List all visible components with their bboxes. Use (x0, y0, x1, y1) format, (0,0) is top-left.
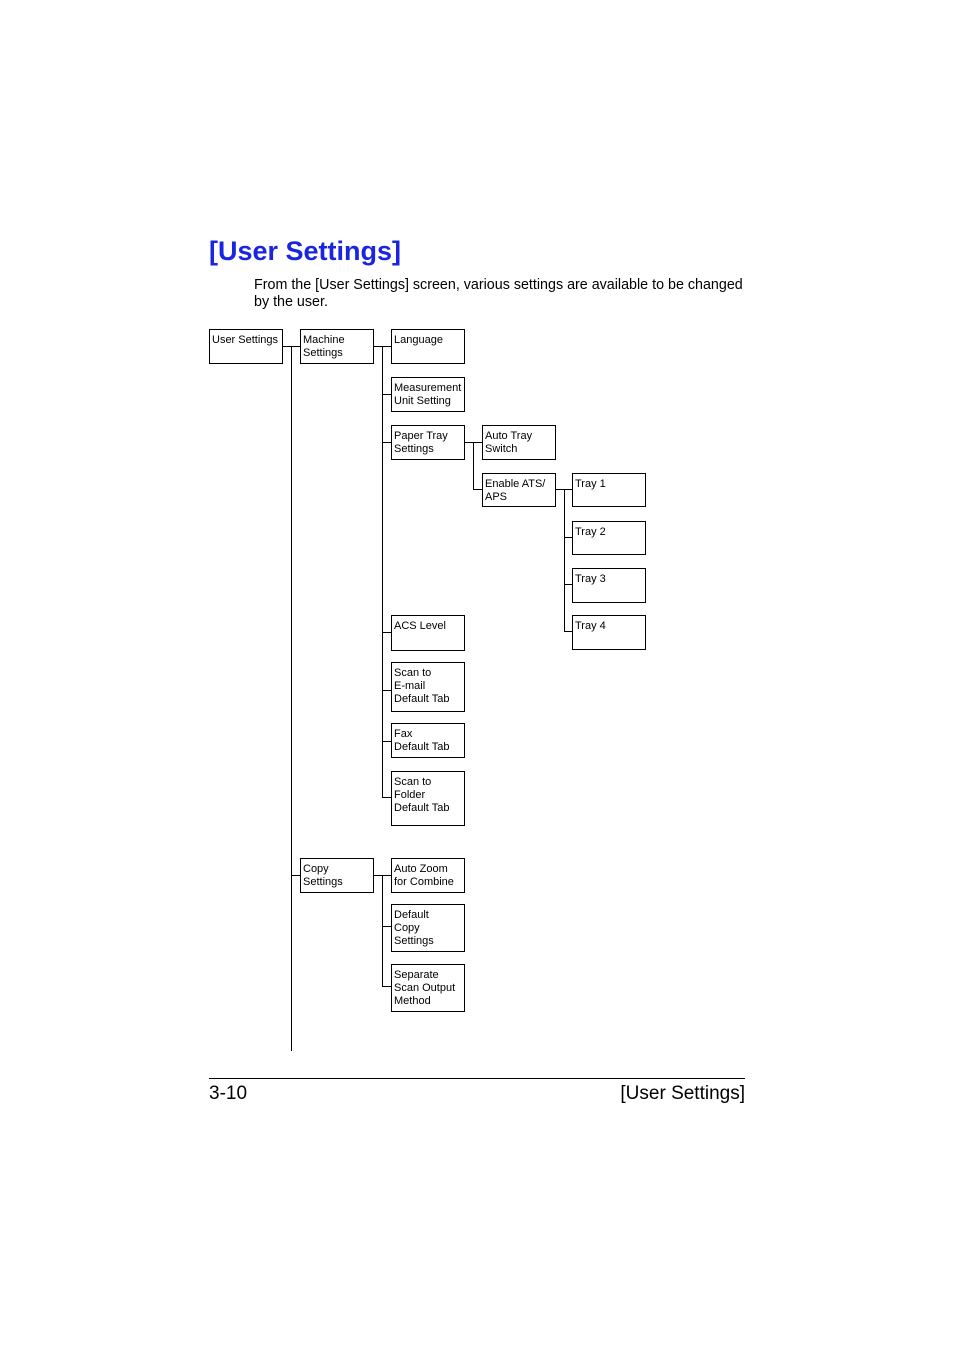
node-tray-1: Tray 1 (572, 473, 646, 507)
connector-line (382, 797, 391, 798)
footer-divider (209, 1078, 745, 1079)
connector-line (564, 631, 572, 632)
connector-line (473, 489, 482, 490)
node-acs-level: ACS Level (391, 615, 465, 651)
connector-line (291, 346, 292, 1051)
node-tray-2: Tray 2 (572, 521, 646, 555)
intro-paragraph: From the [User Settings] screen, various… (254, 277, 743, 310)
connector-line (382, 632, 391, 633)
node-auto-zoom-combine: Auto Zoom for Combine (391, 858, 465, 893)
node-scan-folder-default-tab: Scan to Folder Default Tab (391, 771, 465, 826)
node-measurement-unit: Measurement Unit Setting (391, 377, 465, 412)
connector-line (564, 537, 572, 538)
page-number: 3-10 (209, 1083, 248, 1104)
connector-line (382, 394, 391, 395)
connector-line (382, 442, 391, 443)
connector-line (382, 926, 391, 927)
page-title: [User Settings] (209, 236, 402, 266)
node-copy-settings: Copy Settings (300, 858, 374, 893)
node-tray-4: Tray 4 (572, 615, 646, 650)
connector-line (564, 489, 565, 632)
node-default-copy-settings: Default Copy Settings (391, 904, 465, 952)
node-enable-ats-aps: Enable ATS/ APS (482, 473, 556, 507)
connector-line (382, 690, 391, 691)
connector-line (564, 584, 572, 585)
connector-line (473, 442, 474, 489)
node-scan-email-default-tab: Scan to E-mail Default Tab (391, 662, 465, 712)
node-tray-3: Tray 3 (572, 568, 646, 603)
connector-line (382, 986, 391, 987)
node-machine-settings: Machine Settings (300, 329, 374, 364)
node-paper-tray-settings: Paper Tray Settings (391, 425, 465, 460)
connector-line (382, 875, 383, 987)
node-language: Language (391, 329, 465, 364)
node-fax-default-tab: Fax Default Tab (391, 723, 465, 758)
connector-line (291, 875, 300, 876)
node-separate-scan-output: Separate Scan Output Method (391, 964, 465, 1012)
connector-line (382, 346, 383, 798)
node-auto-tray-switch: Auto Tray Switch (482, 425, 556, 460)
footer-section-title: [User Settings] (620, 1083, 745, 1104)
connector-line (555, 489, 572, 490)
node-user-settings: User Settings (209, 329, 283, 364)
connector-line (382, 741, 391, 742)
